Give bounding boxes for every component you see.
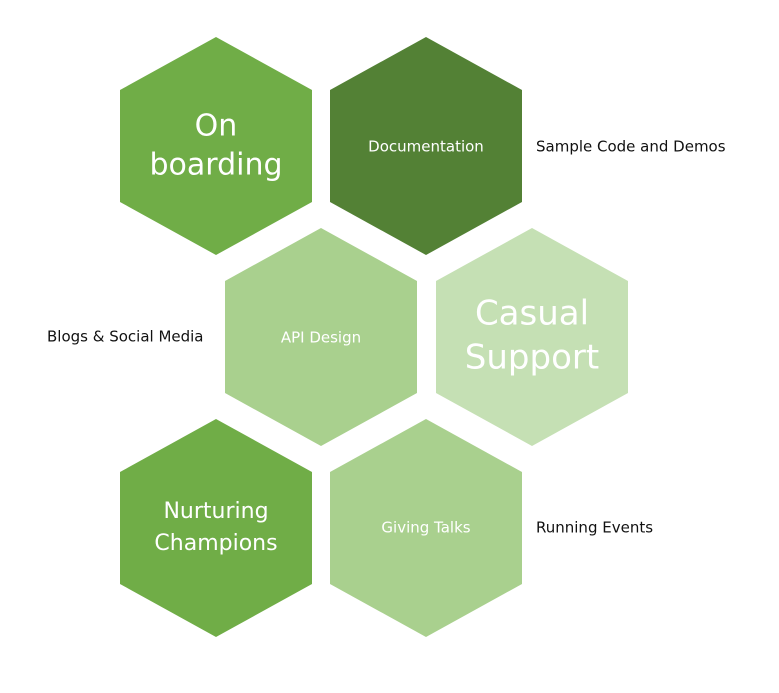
hex-documentation-shape (330, 37, 522, 255)
hex-casual-support-line-2: Support (465, 338, 599, 378)
hex-nurturing-champions-line-1: Nurturing (163, 499, 268, 524)
hex-api-design-shape (225, 228, 417, 446)
hex-giving-talks-label: Giving Talks (381, 519, 470, 537)
hex-nurturing-champions-shape (120, 419, 312, 637)
label-blogs-and-social-media: Blogs & Social Media (47, 328, 204, 346)
hex-nurturing-champions-line-2: Champions (154, 531, 277, 556)
hex-onboarding: On boarding (120, 37, 312, 255)
hex-api-design-label: API Design (281, 329, 361, 347)
hex-casual-support-line-1: Casual (475, 294, 589, 334)
hex-documentation-label: Documentation (368, 138, 484, 156)
hex-nurturing-champions: Nurturing Champions (120, 419, 312, 637)
label-running-events: Running Events (536, 519, 653, 537)
hex-casual-support-shape (436, 228, 628, 446)
hex-casual-support: Casual Support (436, 228, 628, 446)
hex-api-design: API Design (225, 228, 417, 446)
hex-documentation: Documentation (330, 37, 522, 255)
hex-onboarding-line-2: boarding (149, 148, 282, 183)
hex-onboarding-shape (120, 37, 312, 255)
hex-onboarding-line-1: On (195, 109, 238, 144)
hex-giving-talks: Giving Talks (330, 419, 522, 637)
hex-giving-talks-shape (330, 419, 522, 637)
label-sample-code-and-demos: Sample Code and Demos (536, 138, 726, 156)
